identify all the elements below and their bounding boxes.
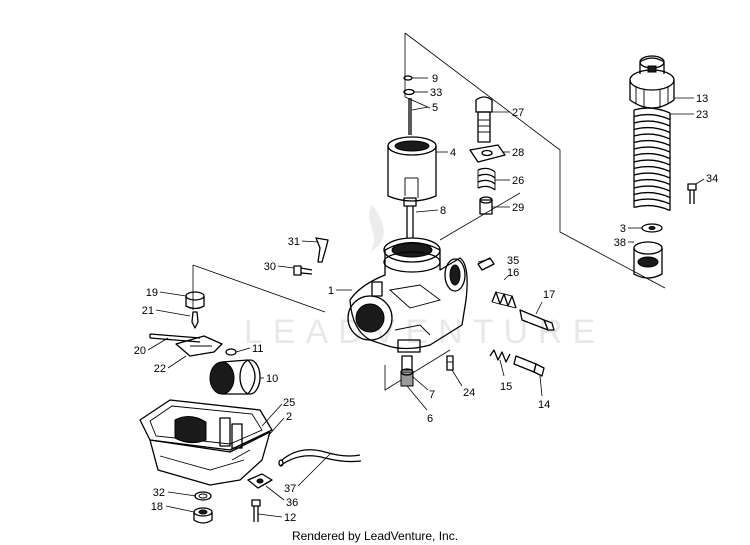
- callout-37: 37: [284, 483, 296, 495]
- callout-1: 1: [328, 285, 334, 297]
- callout-38: 38: [614, 237, 626, 249]
- part-28-plate: [469, 144, 506, 163]
- callout-14: 14: [538, 399, 550, 411]
- part-27-fitting: [475, 96, 493, 143]
- part-32-o-ring: [194, 491, 212, 501]
- callout-11: 11: [252, 343, 263, 355]
- callout-13: 13: [696, 93, 708, 105]
- part-5-jet-needle: [408, 98, 412, 135]
- part-14-screw: [513, 355, 545, 377]
- part-11-float-clip: [225, 348, 237, 356]
- watermark-text: LEADVENTURE: [244, 313, 605, 351]
- callout-35: 35: [507, 255, 519, 267]
- part-17-screw: [519, 309, 555, 331]
- callout-27: 27: [512, 107, 524, 119]
- part-29-plunger: [479, 196, 493, 215]
- callout-36: 36: [286, 497, 298, 509]
- callout-24: 24: [463, 387, 475, 399]
- part-4-throttle-slide: [387, 136, 437, 202]
- part-8-needle-jet: [403, 197, 417, 238]
- callout-18: 18: [151, 501, 163, 513]
- callout-3: 3: [620, 223, 626, 235]
- callout-16: 16: [507, 267, 519, 279]
- callout-25: 25: [283, 397, 295, 409]
- part-16-spring: [491, 291, 517, 309]
- callout-7: 7: [429, 389, 435, 401]
- callout-15: 15: [500, 381, 512, 393]
- callout-22: 22: [154, 363, 166, 375]
- part-18-drain-plug: [193, 507, 213, 524]
- part-2-float-bowl: [149, 416, 271, 486]
- part-23-spring: [633, 107, 671, 212]
- part-34-screw: [687, 183, 697, 204]
- callout-2: 2: [286, 411, 292, 423]
- rendered-by-footer: Rendered by LeadVenture, Inc.: [292, 529, 458, 543]
- callout-4: 4: [450, 147, 456, 159]
- part-24-pilot-jet: [446, 355, 454, 371]
- part-31-lever: [315, 237, 329, 263]
- part-22-float-arm: [175, 335, 223, 357]
- callout-10: 10: [266, 373, 278, 385]
- part-7-needle-jet: [401, 355, 413, 371]
- callout-23: 23: [696, 109, 708, 121]
- callout-33: 33: [430, 87, 442, 99]
- part-33-washer: [403, 88, 415, 96]
- part-26-spring: [477, 167, 496, 191]
- callout-17: 17: [543, 289, 555, 301]
- part-36-clip: [247, 473, 273, 489]
- part-37-drain-hose: [278, 449, 362, 467]
- leader-lines: [147, 77, 705, 518]
- part-3-washer: [641, 223, 663, 233]
- callout-19: 19: [146, 287, 158, 299]
- callout-29: 29: [512, 202, 524, 214]
- part-1-carburetor-body: [347, 237, 468, 353]
- part-15-spring: [489, 349, 511, 363]
- callout-31: 31: [288, 236, 300, 248]
- callout-6: 6: [427, 413, 433, 425]
- part-12-screw: [251, 499, 261, 522]
- part-10-float: [209, 359, 261, 395]
- callout-8: 8: [440, 205, 446, 217]
- part-30-screw: [293, 265, 313, 276]
- part-6-main-jet: [400, 368, 414, 387]
- part-21-float-needle: [191, 311, 199, 329]
- callout-5: 5: [432, 102, 438, 114]
- callout-20: 20: [134, 345, 146, 357]
- part-38-holder: [633, 241, 663, 279]
- callout-30: 30: [264, 261, 276, 273]
- part-19-valve-seat: [185, 291, 205, 310]
- part-20-float-pin: [149, 333, 201, 343]
- callout-21: 21: [142, 305, 154, 317]
- callout-28: 28: [512, 147, 524, 159]
- callout-26: 26: [512, 175, 524, 187]
- callout-32: 32: [153, 487, 165, 499]
- callout-9: 9: [432, 73, 438, 85]
- callout-34: 34: [706, 173, 718, 185]
- part-13-top-cap: [629, 55, 675, 109]
- assembly-boundary-lines: [192, 32, 666, 461]
- callout-12: 12: [284, 512, 296, 524]
